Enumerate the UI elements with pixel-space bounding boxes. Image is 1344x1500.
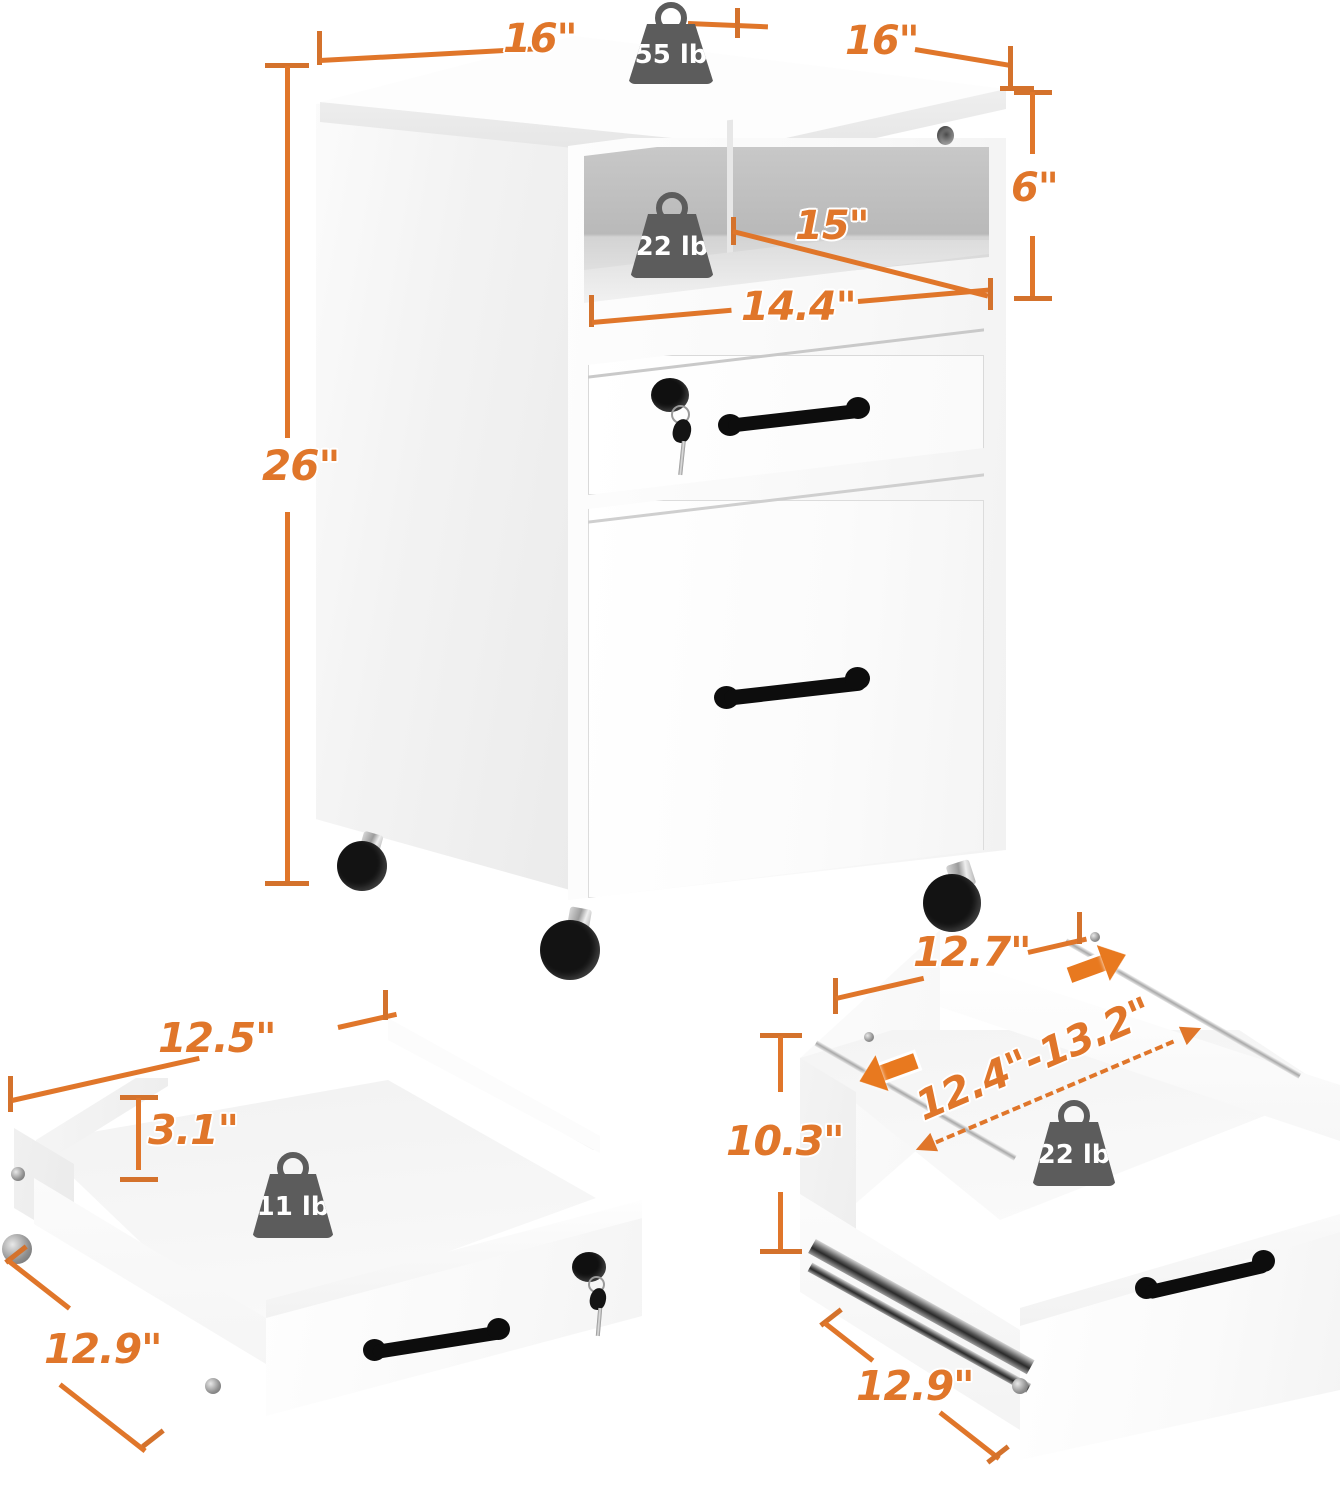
- caster-right: [923, 858, 993, 934]
- dimension-label-shelf-depth: 15": [795, 203, 870, 249]
- large-drawer-screw-back: [864, 1032, 874, 1042]
- dimension-label-shelf-height: 6": [1011, 165, 1059, 211]
- weight-label-shelf-capacity: 22 lb: [635, 232, 709, 262]
- dimension-label-sd-depth: 12.9": [44, 1325, 163, 1373]
- weight-badge-top-capacity: 55 lb: [628, 2, 714, 84]
- weight-label-ld-capacity: 22 lb: [1037, 1140, 1111, 1170]
- weight-badge-ld-capacity: 22 lb: [1032, 1100, 1116, 1186]
- caster-front-center: [540, 906, 608, 982]
- weight-badge-shelf-capacity: 22 lb: [630, 192, 714, 278]
- small-drawer-screw-front: [205, 1378, 221, 1394]
- dimension-label-sd-height: 3.1": [148, 1106, 239, 1154]
- large-drawer-handle[interactable]: [714, 667, 870, 712]
- shelf-divider: [727, 119, 733, 271]
- dimension-label-shelf-width: 14.4": [741, 284, 857, 330]
- dimension-label-ld-height: 10.3": [726, 1117, 845, 1165]
- cabinet-keyhole-icon: [937, 126, 954, 145]
- cabinet-left-side: [316, 85, 570, 890]
- small-drawer-handle[interactable]: [718, 397, 870, 440]
- large-drawer-screw-back-top: [1090, 932, 1100, 942]
- large-drawer-screw-slide: [1012, 1378, 1028, 1394]
- small-drawer-keys: [584, 1276, 618, 1346]
- dimension-label-width-left: 16": [503, 16, 578, 62]
- dimension-label-width-right: 16": [845, 18, 920, 64]
- dimension-label-ld-width: 12.7": [913, 928, 1032, 976]
- dimension-label-height-total: 26": [262, 441, 340, 490]
- weight-label-sd-capacity: 11 lb: [256, 1192, 330, 1222]
- small-drawer-view-handle[interactable]: [363, 1318, 511, 1364]
- large-drawer-view-handle[interactable]: [1135, 1250, 1275, 1302]
- lock-keys: [665, 405, 701, 485]
- dimension-label-ld-depth: 12.9": [856, 1362, 975, 1410]
- weight-badge-sd-capacity: 11 lb: [252, 1152, 334, 1238]
- dimension-label-sd-width: 12.5": [158, 1014, 277, 1062]
- weight-label-top-capacity: 55 lb: [634, 40, 708, 70]
- caster-front-left: [337, 830, 395, 893]
- small-drawer-screw-upper: [11, 1167, 25, 1181]
